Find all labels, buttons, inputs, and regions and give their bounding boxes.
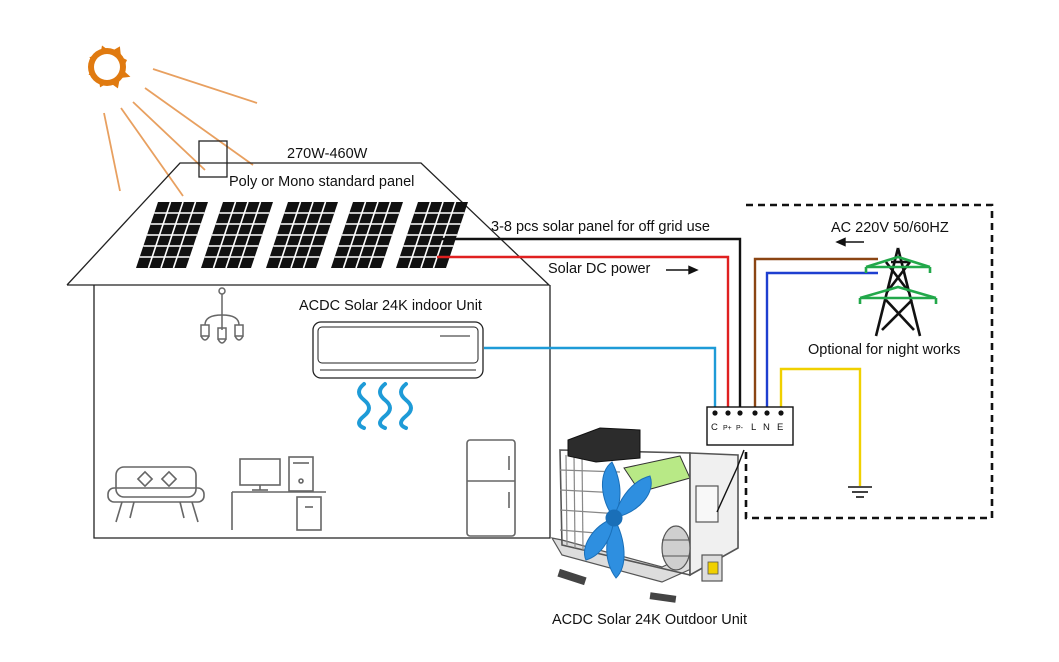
terminal-block (706, 406, 794, 446)
solar-panel-icon (331, 201, 403, 269)
fan-blade-icon (584, 461, 652, 579)
sun-rays (103, 68, 258, 197)
terminal-p-minus: P- (736, 425, 743, 432)
earth-wire (779, 367, 862, 486)
ac-supply-label: AC 220V 50/60HZ (831, 220, 949, 236)
optional-grid-box (744, 203, 994, 520)
dc-positive-wire (437, 255, 730, 410)
outdoor-unit-icon (550, 427, 745, 603)
panel-count-label: 3-8 pcs solar panel for off grid use (491, 219, 710, 235)
ground-icon (848, 486, 872, 498)
terminal-n: N (763, 422, 770, 433)
house-walls (93, 285, 551, 539)
refrigerator-icon (466, 439, 516, 537)
chimney (198, 140, 228, 178)
arrows (666, 237, 864, 275)
roof (66, 162, 551, 286)
solar-panel-icon (136, 201, 208, 269)
chandelier-icon (200, 287, 244, 344)
outdoor-unit-label: ACDC Solar 24K Outdoor Unit (552, 612, 748, 628)
indoor-unit-icon (312, 321, 484, 379)
panel-power-label: 270W-460W (287, 146, 368, 162)
computer-desk-icon (231, 456, 326, 531)
airflow-icon (357, 382, 413, 430)
house (66, 140, 551, 539)
solar-panel-icon (396, 201, 468, 269)
sun-icon (88, 45, 131, 89)
communication-wire (484, 346, 717, 410)
optional-label: Optional for night works (808, 342, 961, 358)
solar-panel-array (136, 201, 468, 269)
live-wire (753, 257, 878, 410)
dc-negative-wire (437, 237, 742, 410)
indoor-unit-label: ACDC Solar 24K indoor Unit (299, 298, 482, 314)
terminal-e: E (777, 422, 784, 433)
solar-panel-icon (266, 201, 338, 269)
wires (437, 237, 878, 486)
solar-panel-icon (201, 201, 273, 269)
terminal-c: C (711, 422, 718, 433)
terminal-l: L (751, 422, 757, 433)
panel-type-label: Poly or Mono standard panel (229, 174, 415, 190)
terminal-p-plus: P+ (723, 425, 732, 432)
neutral-wire (765, 271, 878, 410)
solar-dc-label: Solar DC power (548, 261, 651, 277)
sofa-icon (107, 466, 205, 523)
power-pylon-icon (858, 247, 938, 337)
